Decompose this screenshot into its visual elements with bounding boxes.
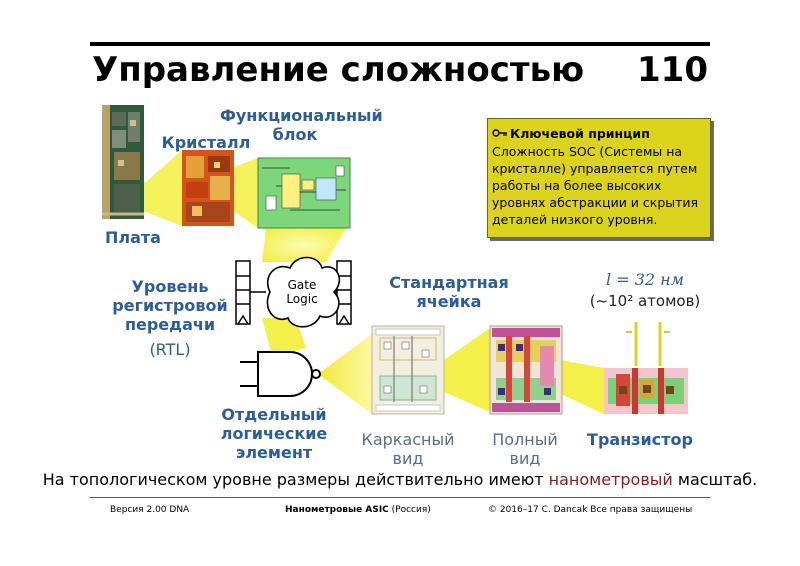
key-principle-box: Ключевой принцип Сложность SOC (Системы … [487,118,711,238]
footer-version: Версия 2.00 DNA [110,505,190,515]
key-icon [492,125,510,142]
statement-text: На топологическом уровне размеры действи… [42,470,549,489]
statement-end: масштаб. [672,470,758,489]
footer-rule [90,497,710,498]
key-principle-text: Сложность SOC (Системы на кристалле) упр… [492,144,699,227]
functional-block-image [257,157,351,229]
atom-count-label: (~10² атомов) [589,292,701,310]
full-cell-layout [489,325,563,415]
title-rule [90,42,710,46]
footer-course: Нанометровые ASIC (Россия) [285,505,431,515]
zoom-beam-gate-wire [318,334,372,414]
functional-block-label: Функциональный блок [220,106,383,144]
board-image [102,105,144,219]
logic-gate-label: Отдельный логические элемент [220,405,328,462]
feature-length-label: l = 32 нм [606,270,684,289]
zoom-beam-wire-full [444,328,490,412]
key-principle-title: Ключевой принцип [492,125,706,142]
nand-gate-symbol [240,351,321,397]
zoom-beam-full-trans [561,360,604,414]
wireframe-cell-layout [371,325,445,415]
statement-highlight: нанометровый [548,470,673,489]
zoom-beam-block-rtl [262,228,346,262]
gate-logic-cloud [266,256,340,328]
transistor-label: Транзистор [587,430,693,449]
standard-cell-label: Стандартная ячейка [389,273,509,311]
board-label: Плата [105,228,161,247]
crystal-label: Кристалл [161,133,251,152]
page-title: Управление сложностью [92,50,585,90]
bottom-statement: На топологическом уровне размеры действи… [0,470,800,490]
footer-copyright: © 2016–17 C. Dancak Все права защищены [488,505,693,515]
rtl-level-label: Уровень регистровой передачи [112,277,228,334]
rtl-abbr-label: (RTL) [149,340,191,359]
chip-die-image [182,150,234,226]
slide-number: 110 [637,50,708,90]
full-view-label: Полный вид [492,430,558,468]
transistor-layout [604,322,688,414]
gate-logic-label: Gate Logic [286,278,318,306]
zoom-beam-rtl-gate [262,318,306,356]
wireframe-view-label: Каркасный вид [361,430,455,468]
